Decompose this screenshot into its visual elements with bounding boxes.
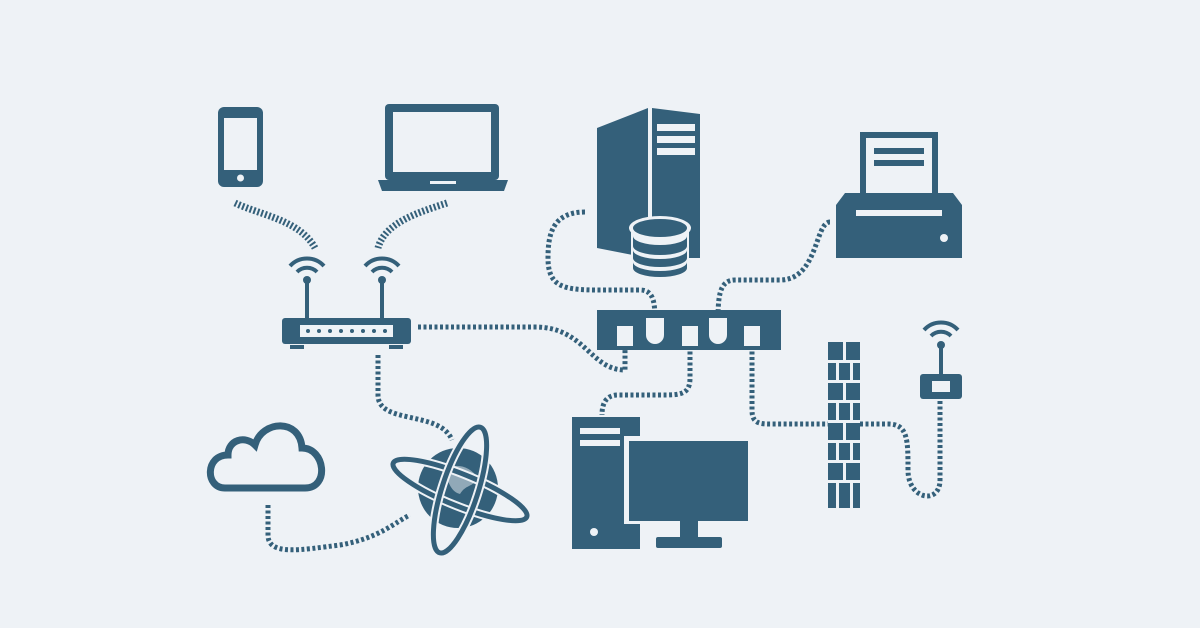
printer-icon bbox=[836, 132, 962, 258]
wifi-router-icon bbox=[282, 256, 411, 349]
cable-cloud-globe bbox=[265, 505, 412, 553]
smartphone-icon bbox=[218, 107, 263, 187]
cable-switch-firewall bbox=[749, 335, 828, 427]
cable-printer-switch bbox=[715, 219, 831, 326]
wifi-signal-icon bbox=[288, 256, 401, 274]
desktop-computer-icon bbox=[572, 417, 752, 549]
cable-server-switch bbox=[545, 209, 658, 326]
cable-phone-router bbox=[233, 199, 319, 250]
firewall-icon bbox=[828, 342, 860, 508]
laptop-icon bbox=[378, 104, 508, 191]
cloud-icon bbox=[206, 422, 325, 492]
cable-router-switch bbox=[418, 324, 628, 373]
wifi-signal-icon bbox=[922, 320, 960, 338]
wireless-access-point-icon bbox=[920, 320, 962, 399]
cables bbox=[233, 199, 943, 553]
cable-laptop-router bbox=[374, 199, 449, 250]
cable-router-globe bbox=[375, 355, 455, 442]
server-database-icon bbox=[597, 108, 700, 277]
globe-internet-icon bbox=[388, 422, 532, 558]
cable-firewall-ap bbox=[860, 400, 943, 499]
network-switch-icon bbox=[597, 310, 781, 350]
cable-switch-desktop bbox=[599, 335, 693, 416]
